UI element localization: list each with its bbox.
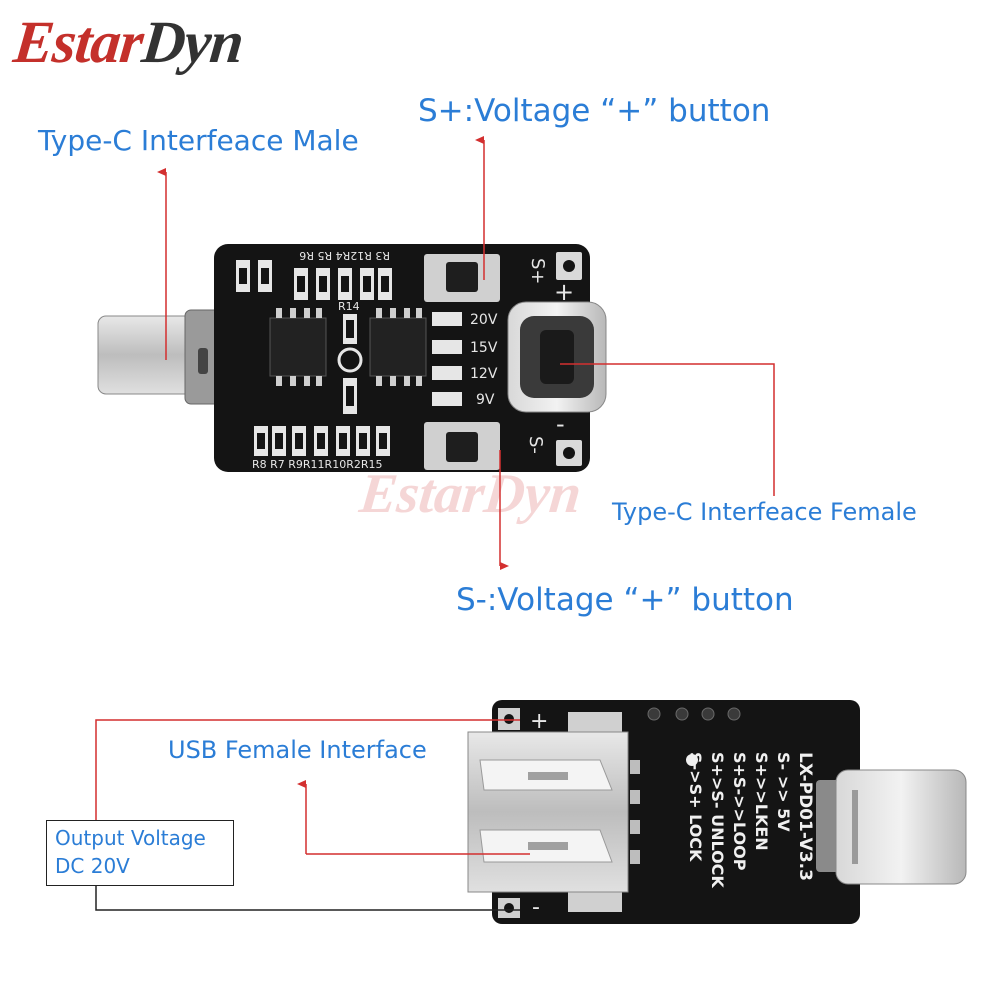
svg-text:S->S+ LOCK: S->S+ LOCK [686, 752, 705, 862]
svg-text:S+: S+ [527, 258, 548, 285]
watermark: EstarDyn [356, 463, 585, 525]
svg-text:S+>S- UNLOCK: S+>S- UNLOCK [708, 752, 727, 888]
label-usb-female: USB Female Interface [168, 736, 427, 764]
svg-text:20V: 20V [470, 312, 498, 328]
label-type-c-female: Type-C Interfeace Female [612, 498, 917, 526]
svg-text:R14: R14 [338, 300, 360, 313]
board-model-text: LX-PD01-V3.3 [795, 752, 815, 881]
svg-text:15V: 15V [470, 340, 498, 356]
silkscreen-top: R3 R12R4 R5 R6 [299, 249, 390, 262]
label-s-plus: S+:Voltage “+” button [418, 93, 771, 129]
svg-text:S+>>LKEN: S+>>LKEN [752, 752, 771, 851]
svg-text:9V: 9V [476, 392, 495, 408]
silkscreen-bottom: R8 R7 R9R11R10R2R15 [252, 458, 382, 471]
type-c-male-plug [97, 315, 199, 395]
label-type-c-male: Type-C Interfeace Male [38, 124, 359, 157]
callout-lines-1 [157, 136, 775, 570]
board-1: R3 R12R4 R5 R6 R14 20V 15V 12V 9V [97, 244, 607, 472]
output-voltage-box: Output Voltage DC 20V [46, 820, 234, 886]
output-voltage-line1: Output Voltage [55, 826, 206, 850]
svg-text:S- >> 5V: S- >> 5V [774, 752, 793, 832]
svg-text:12V: 12V [470, 366, 498, 382]
board-2: + - LX-PD01-V3.3 S- >> 5V S+>>LKEN S+S->… [467, 700, 967, 924]
usb-female-port [467, 731, 629, 893]
svg-text:-: - [556, 410, 565, 438]
svg-text:-: - [532, 895, 540, 920]
svg-text:+: + [530, 709, 548, 734]
callout-lines-2 [95, 719, 530, 855]
svg-text:S-: S- [525, 436, 546, 454]
svg-text:S+S->>LOOP: S+S->>LOOP [730, 752, 749, 871]
svg-text:+: + [554, 278, 574, 306]
type-c-male-plug-2 [835, 769, 967, 885]
output-voltage-line2: DC 20V [55, 854, 130, 878]
label-s-minus: S-:Voltage “+” button [456, 582, 794, 618]
